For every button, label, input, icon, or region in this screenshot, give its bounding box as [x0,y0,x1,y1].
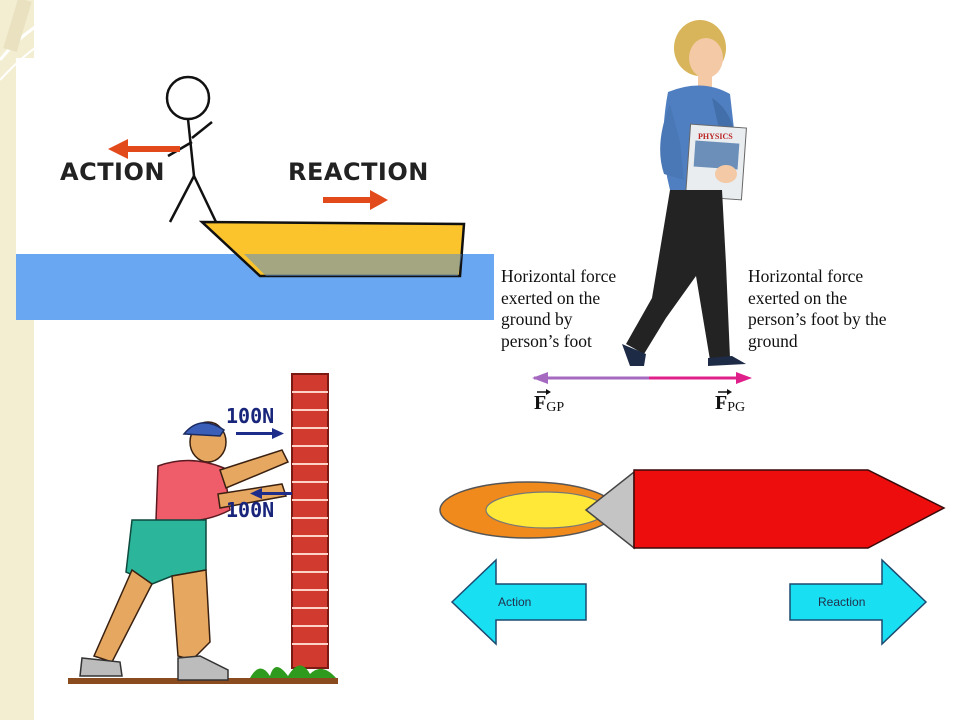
reaction-label: REACTION [288,158,429,186]
rocket-nozzle [584,470,635,550]
stick-figure-head [165,75,211,121]
action-arrow [108,139,180,159]
foot-force-caption: Horizontal force exerted on the person’s… [748,266,887,351]
book-title: PHYSICS [698,132,733,141]
wall-push-illustration [68,373,338,684]
foot-force-arrowhead [736,372,752,384]
grass [250,665,336,678]
reaction-force-arrow [250,488,292,499]
boat-illustration [16,75,494,320]
boat-hull-underwater [244,254,462,276]
rocket-action-label: Action [498,595,532,609]
reaction-force-label: 100N [226,498,275,522]
rocket-panel: Action Reaction [436,464,952,654]
man-cap [182,422,226,437]
wall-push-panel: 100N 100N [60,370,360,700]
action-arrow-shape [450,558,587,646]
rocket-reaction-label: Reaction [818,595,866,609]
rocket-illustration [439,469,946,646]
ground-force-caption: Horizontal force exerted on the ground b… [501,266,617,351]
ground-force-arrowhead [532,372,548,384]
boat-panel: ACTION REACTION [16,58,494,320]
reaction-arrow [323,190,388,210]
walking-panel: PHYSICS Horizontal force exerted on the … [494,14,894,424]
action-label: ACTION [60,158,165,186]
walking-woman-illustration [532,20,752,395]
brick-wall [291,373,329,669]
reaction-arrow-shape [789,558,928,646]
force-pg-label: FPG [715,392,746,415]
rocket-body [633,469,946,549]
push-force-arrow [236,428,284,439]
force-gp-label: FGP [534,392,565,415]
man-shirt [155,459,231,523]
woman-pants [626,190,730,360]
push-force-label: 100N [226,404,275,428]
woman-face [689,38,723,78]
